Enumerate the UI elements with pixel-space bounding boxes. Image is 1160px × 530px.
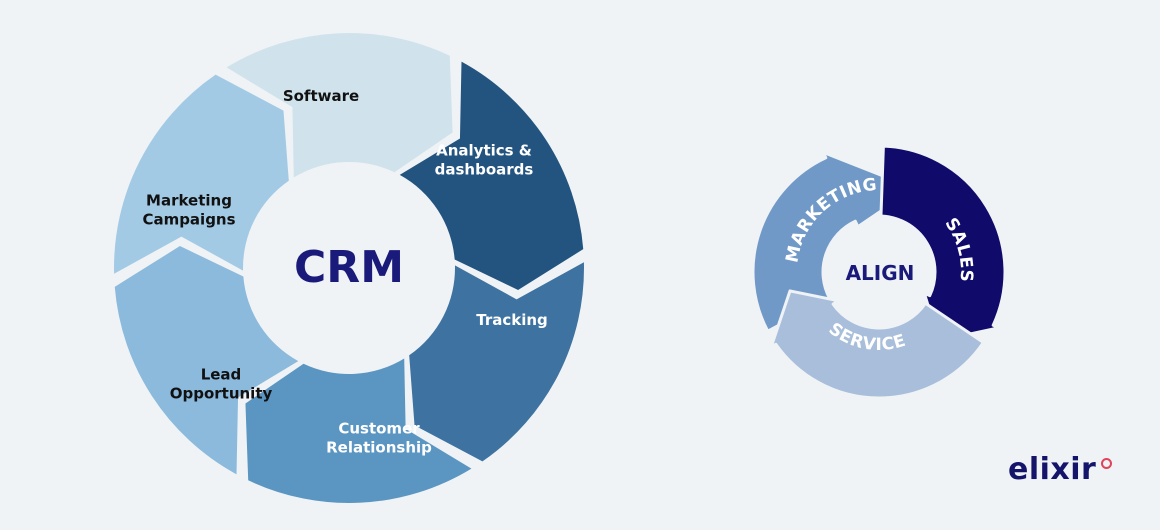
crm-segment-label: Software — [283, 87, 359, 105]
align-arrow-marketing — [751, 150, 917, 333]
crm-segment — [245, 358, 472, 503]
crm-center-label: CRM — [294, 242, 404, 293]
crm-segment-label: Relationship — [326, 439, 432, 457]
crm-segment-label: Marketing — [146, 192, 232, 210]
align-center-label: ALIGN — [846, 261, 915, 285]
logo-dot-icon — [1101, 458, 1112, 469]
align-arrow-service — [769, 289, 985, 400]
crm-segment-label: Lead — [201, 366, 242, 384]
elixir-logo: elixir — [1008, 452, 1097, 487]
crm-segment-label: Opportunity — [170, 385, 273, 403]
crm-segment — [399, 61, 584, 290]
crm-segment — [226, 33, 453, 178]
crm-segment-label: dashboards — [435, 161, 534, 179]
crm-segment — [114, 74, 289, 274]
align-arrow-sales — [879, 144, 1007, 343]
crm-segment-label: Analytics & — [436, 142, 532, 160]
crm-segment — [114, 246, 299, 475]
crm-segment — [409, 262, 584, 462]
crm-segment-label: Campaigns — [142, 211, 235, 229]
crm-segment-label: Tracking — [476, 311, 548, 329]
crm-segment-label: Customer — [338, 420, 420, 438]
